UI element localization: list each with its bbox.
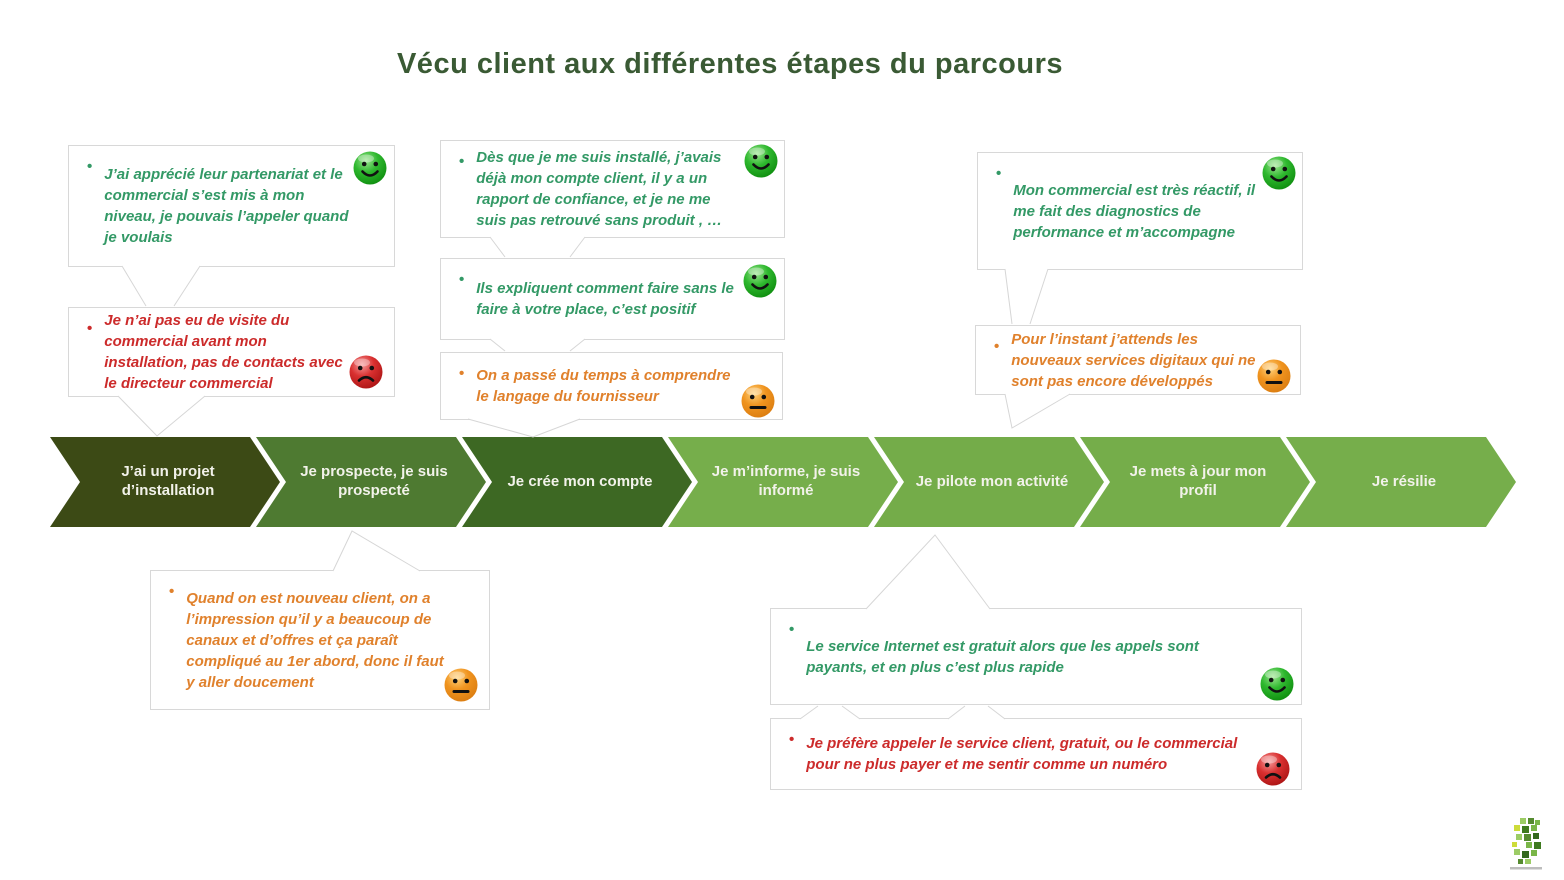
tail-outline — [489, 236, 586, 258]
tail-outline — [1004, 268, 1049, 325]
stage-label: J’ai un projet d’installation — [121, 463, 215, 499]
tail-outline — [332, 530, 421, 572]
callout-langage-fournisseur: On a passé du temps à comprendre le lang… — [440, 352, 783, 420]
stage-mets-a-jour-profil: Je mets à jour mon profil — [1080, 437, 1310, 527]
tail-outline — [489, 338, 586, 352]
bullet — [994, 336, 999, 357]
tail-shape — [490, 339, 585, 351]
stage-prospecte: Je prospecte, je suis prospecté — [256, 437, 486, 527]
callout-text: Je préfère appeler le service client, gr… — [806, 735, 1238, 773]
callout-partenariat: J’ai apprécié leur partenariat et le com… — [68, 145, 395, 267]
happy-smiley-icon — [1261, 155, 1297, 191]
stage-projet-installation: J’ai un projet d’installation — [50, 437, 280, 527]
bullet — [459, 363, 464, 384]
tail-shape — [468, 419, 580, 437]
bullet — [459, 151, 464, 172]
page-title: Vécu client aux différentes étapes du pa… — [396, 48, 1064, 80]
tail-outline — [865, 534, 991, 610]
tail-outline — [117, 395, 206, 437]
bullet — [789, 619, 794, 640]
callout-text: Ils expliquent comment faire sans le fai… — [476, 280, 734, 318]
happy-smiley-icon — [743, 143, 779, 179]
callout-text: Dès que je me suis installé, j’avais déj… — [476, 149, 723, 229]
stage-label: Je mets à jour mon profil — [1129, 463, 1267, 499]
callout-text: Je n’ai pas eu de visite du commercial a… — [104, 312, 343, 392]
callout-text: J’ai apprécié leur partenariat et le com… — [104, 166, 349, 246]
neutral-smiley-icon — [740, 383, 776, 419]
callout-expliquent: Ils expliquent comment faire sans le fai… — [440, 258, 785, 340]
stage-cree-compte: Je crée mon compte — [462, 437, 692, 527]
stage-label: Je prospecte, je suis prospecté — [300, 463, 448, 499]
tail-shape — [866, 535, 990, 609]
bullet — [459, 269, 464, 290]
callout-compte-client: Dès que je me suis installé, j’avais déj… — [440, 140, 785, 238]
callout-services-digitaux: Pour l’instant j’attends les nouveaux se… — [975, 325, 1301, 395]
stage-label: Je crée mon compte — [507, 472, 653, 490]
callout-appeler-service-client: Je préfère appeler le service client, gr… — [770, 718, 1302, 790]
stage-label: Je m’informe, je suis informé — [711, 463, 861, 499]
bullet — [996, 163, 1001, 184]
company-logo — [1510, 818, 1542, 870]
callout-text: Le service Internet est gratuit alors qu… — [806, 637, 1199, 676]
tail-outline — [467, 418, 581, 438]
tail-outline — [121, 265, 201, 307]
bullet — [87, 156, 92, 177]
happy-smiley-icon — [352, 150, 388, 186]
sad-smiley-icon — [348, 354, 384, 390]
happy-smiley-icon — [742, 263, 778, 299]
bullet — [169, 581, 174, 602]
neutral-smiley-icon — [443, 667, 479, 703]
bullet — [87, 318, 92, 339]
stage-pilote-activite: Je pilote mon activité — [874, 437, 1104, 527]
callout-text: On a passé du temps à comprendre le lang… — [476, 367, 731, 405]
tail-shape — [333, 531, 420, 571]
stage-informe: Je m’informe, je suis informé — [668, 437, 898, 527]
tail-outline — [1004, 393, 1071, 429]
tail-shape — [490, 237, 585, 257]
sad-smiley-icon — [1255, 751, 1291, 787]
tail-shape — [1005, 394, 1070, 428]
bullet — [789, 729, 794, 750]
stage-label: Je pilote mon activité — [915, 472, 1069, 490]
callout-nouveau-client: Quand on est nouveau client, on a l’impr… — [150, 570, 490, 710]
tail-shape — [122, 266, 200, 306]
neutral-smiley-icon — [1256, 358, 1292, 394]
journey-timeline: J’ai un projet d’installation Je prospec… — [0, 437, 1564, 527]
tail-shape — [118, 396, 205, 436]
logo-mosaic — [1512, 818, 1541, 864]
callout-text: Quand on est nouveau client, on a l’impr… — [186, 589, 444, 691]
happy-smiley-icon — [1259, 666, 1295, 702]
stage-label: Je résilie — [1371, 472, 1437, 490]
callout-text: Mon commercial est très réactif, il me f… — [1013, 181, 1256, 241]
callout-service-internet: Le service Internet est gratuit alors qu… — [770, 608, 1302, 705]
callout-pas-de-visite: Je n’ai pas eu de visite du commercial a… — [68, 307, 395, 397]
tail-shape — [1005, 269, 1048, 324]
callout-text: Pour l’instant j’attends les nouveaux se… — [1011, 330, 1256, 390]
stage-resilie: Je résilie — [1286, 437, 1516, 527]
callout-commercial-reactif: Mon commercial est très réactif, il me f… — [977, 152, 1303, 270]
logo-caption — [1510, 867, 1542, 870]
